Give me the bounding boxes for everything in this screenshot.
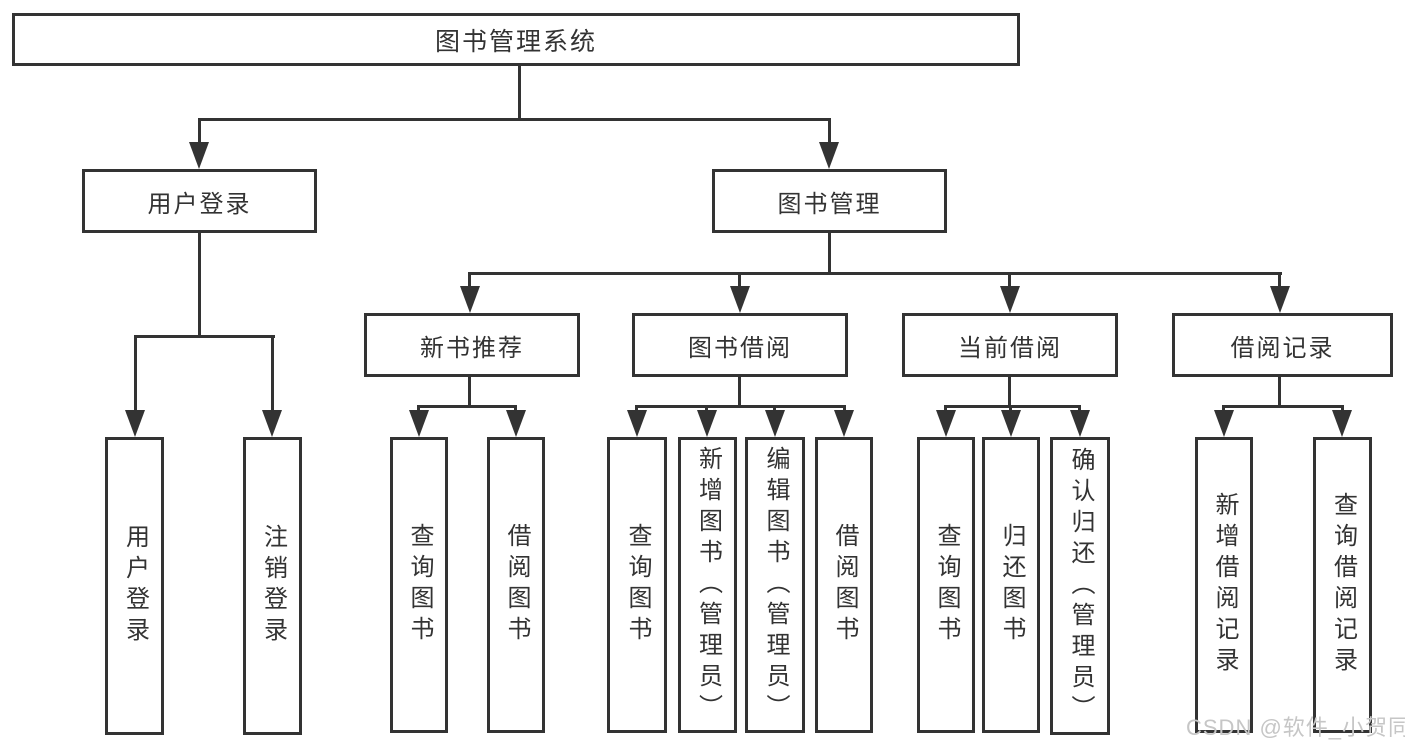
arrow-down-icon [765, 410, 785, 437]
connector-segment [1222, 405, 1344, 408]
leaf-user-login: 用户登录 [105, 437, 164, 735]
connector-segment [198, 233, 201, 335]
connector-segment [514, 405, 517, 413]
node-new-book-recommend: 新书推荐 [364, 313, 580, 377]
arrow-down-icon [730, 286, 750, 313]
node-library-management-system: 图书管理系统 [12, 13, 1020, 66]
arrow-down-icon [1332, 410, 1352, 437]
connector-segment [738, 377, 741, 407]
leaf-add-book-admin: 新增图书（管理员） [678, 437, 737, 733]
arrow-down-icon [189, 142, 209, 169]
arrow-down-icon [1214, 410, 1234, 437]
node-user-login: 用户登录 [82, 169, 317, 233]
arrow-down-icon [1001, 410, 1021, 437]
connector-segment [468, 272, 471, 288]
arrow-down-icon [819, 142, 839, 169]
node-book-borrowing: 图书借阅 [632, 313, 848, 377]
leaf-return-book: 归还图书 [982, 437, 1040, 733]
connector-segment [843, 405, 846, 413]
arrow-down-icon [409, 410, 429, 437]
connector-segment [271, 335, 274, 412]
leaf-edit-book-admin: 编辑图书（管理员） [745, 437, 805, 733]
connector-segment [198, 118, 831, 121]
connector-segment [1278, 272, 1281, 288]
arrow-down-icon [460, 286, 480, 313]
arrow-down-icon [697, 410, 717, 437]
leaf-query-books-current: 查询图书 [917, 437, 975, 733]
node-borrowing-records: 借阅记录 [1172, 313, 1393, 377]
connector-segment [944, 405, 1081, 408]
connector-segment [705, 405, 708, 413]
arrow-down-icon [834, 410, 854, 437]
connector-segment [1008, 377, 1011, 407]
arrow-down-icon [936, 410, 956, 437]
arrow-down-icon [1000, 286, 1020, 313]
connector-segment [773, 405, 776, 413]
connector-segment [828, 118, 831, 144]
connector-segment [1222, 405, 1225, 413]
arrow-down-icon [1070, 410, 1090, 437]
connector-segment [468, 272, 1282, 275]
node-book-management: 图书管理 [712, 169, 947, 233]
arrow-down-icon [262, 410, 282, 437]
connector-segment [1008, 272, 1011, 288]
connector-segment [417, 405, 420, 413]
leaf-confirm-return-admin: 确认归还（管理员） [1050, 437, 1110, 735]
connector-segment [134, 335, 275, 338]
connector-segment [1009, 405, 1012, 413]
connector-segment [134, 335, 137, 412]
watermark: CSDN @软件_小贺同学 [1186, 715, 1405, 740]
leaf-borrow-books: 借阅图书 [815, 437, 873, 733]
leaf-add-borrow-record: 新增借阅记录 [1195, 437, 1253, 733]
connector-segment [1278, 377, 1281, 407]
connector-segment [738, 272, 741, 288]
arrow-down-icon [627, 410, 647, 437]
connector-segment [635, 405, 846, 408]
arrow-down-icon [1270, 286, 1290, 313]
leaf-query-books-recommend: 查询图书 [390, 437, 448, 733]
leaf-query-books-borrowing: 查询图书 [607, 437, 667, 733]
leaf-query-borrow-record: 查询借阅记录 [1313, 437, 1372, 733]
connector-segment [635, 405, 638, 413]
leaf-logout: 注销登录 [243, 437, 302, 735]
connector-segment [1341, 405, 1344, 413]
arrow-down-icon [506, 410, 526, 437]
leaf-borrow-books-recommend: 借阅图书 [487, 437, 545, 733]
connector-segment [828, 233, 831, 274]
connector-segment [198, 118, 201, 144]
arrow-down-icon [125, 410, 145, 437]
connector-segment [944, 405, 947, 413]
connector-segment [518, 66, 521, 120]
connector-segment [1078, 405, 1081, 413]
connector-segment [468, 377, 471, 407]
connector-segment [417, 405, 517, 408]
node-current-borrowing: 当前借阅 [902, 313, 1118, 377]
